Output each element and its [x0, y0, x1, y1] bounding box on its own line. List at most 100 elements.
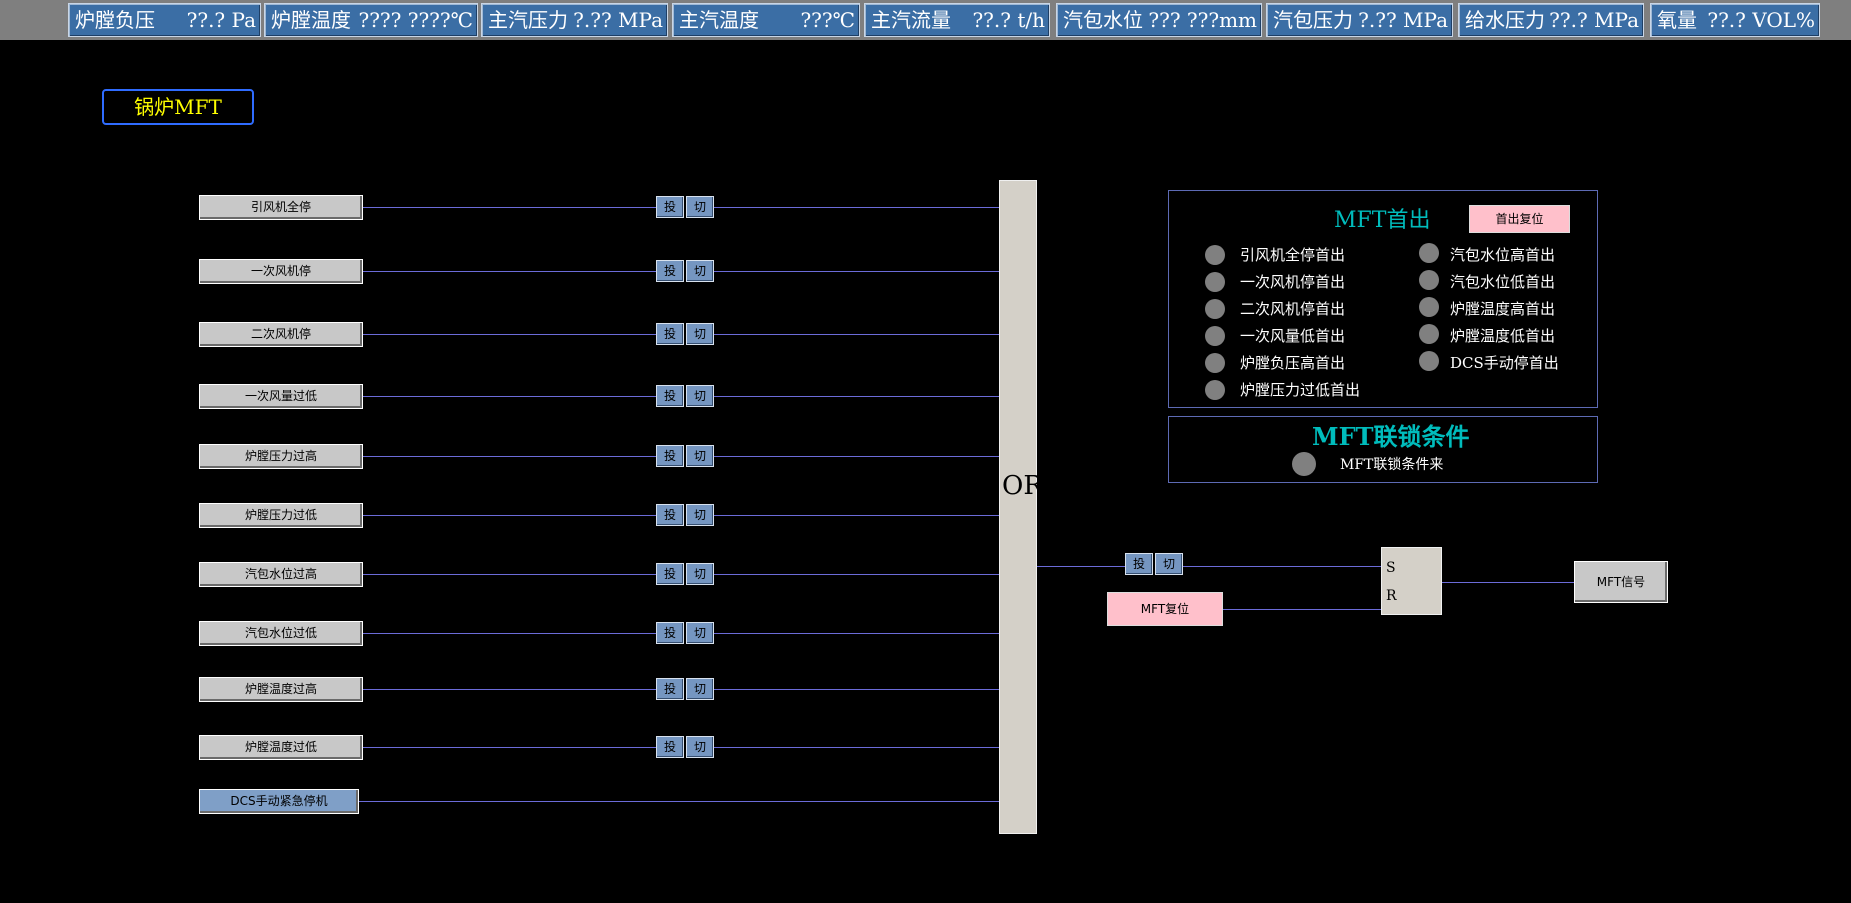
condition-line-out	[714, 689, 999, 690]
condition-5[interactable]: 炉膛压力过低	[199, 503, 363, 528]
tb-label: 炉膛温度	[271, 8, 351, 32]
tb-main-steam-flow: 主汽流量??.? t/h	[864, 3, 1050, 37]
condition-2[interactable]: 二次风机停	[199, 322, 363, 347]
condition-7[interactable]: 汽包水位过低	[199, 621, 363, 646]
condition-switch-off[interactable]: 切	[686, 323, 714, 345]
first-out-led	[1205, 299, 1225, 319]
condition-switch-off[interactable]: 切	[686, 196, 714, 218]
condition-line-in	[363, 456, 656, 457]
first-out-panel	[1168, 190, 1598, 408]
tb-value: ???? ????℃	[358, 8, 473, 32]
first-out-reset-button[interactable]: 首出复位	[1469, 205, 1570, 233]
condition-1[interactable]: 一次风机停	[199, 259, 363, 284]
tb-value: ?.?? MPa	[573, 8, 663, 32]
interlock-panel	[1168, 416, 1598, 483]
first-out-label: 二次风机停首出	[1240, 300, 1346, 318]
condition-switch-off[interactable]: 切	[686, 678, 714, 700]
condition-line-in	[363, 207, 656, 208]
sr-reset-label: R	[1386, 588, 1397, 604]
condition-line-in	[363, 515, 656, 516]
mft-reset-button[interactable]: MFT复位	[1107, 592, 1223, 626]
condition-6[interactable]: 汽包水位过高	[199, 562, 363, 587]
condition-switch-on[interactable]: 投	[656, 260, 684, 282]
first-out-label: 汽包水位低首出	[1450, 273, 1556, 291]
first-out-label: 一次风机停首出	[1240, 273, 1346, 291]
condition-line-out	[714, 515, 999, 516]
tb-drum-pressure: 汽包压力?.?? MPa	[1266, 3, 1453, 37]
condition-switch-on[interactable]: 投	[656, 563, 684, 585]
condition-switch-off[interactable]: 切	[686, 260, 714, 282]
dcs-manual-line	[359, 801, 999, 802]
condition-switch-off[interactable]: 切	[686, 736, 714, 758]
first-out-led	[1419, 270, 1439, 290]
first-out-led	[1419, 324, 1439, 344]
tb-value: ??? ???mm	[1148, 8, 1257, 32]
tb-value: ??.? MPa	[1549, 8, 1639, 32]
first-out-led	[1205, 380, 1225, 400]
first-out-label: DCS手动停首出	[1450, 354, 1559, 372]
condition-3[interactable]: 一次风量过低	[199, 384, 363, 409]
condition-4[interactable]: 炉膛压力过高	[199, 444, 363, 469]
first-out-label: 炉膛负压高首出	[1240, 354, 1346, 372]
tb-label: 给水压力	[1465, 8, 1545, 32]
first-out-led	[1205, 272, 1225, 292]
condition-line-in	[363, 334, 656, 335]
first-out-label: 炉膛压力过低首出	[1240, 381, 1361, 399]
first-out-label: 炉膛温度低首出	[1450, 327, 1556, 345]
condition-switch-on[interactable]: 投	[656, 323, 684, 345]
tb-value: ??.? t/h	[972, 8, 1045, 32]
condition-switch-on[interactable]: 投	[656, 736, 684, 758]
first-out-label: 汽包水位高首出	[1450, 246, 1556, 264]
output-switch-off[interactable]: 切	[1155, 553, 1183, 575]
first-out-led	[1205, 326, 1225, 346]
condition-switch-off[interactable]: 切	[686, 504, 714, 526]
condition-line-out	[714, 633, 999, 634]
condition-line-in	[363, 271, 656, 272]
dcs-manual-stop-button[interactable]: DCS手动紧急停机	[199, 789, 359, 814]
condition-switch-on[interactable]: 投	[656, 504, 684, 526]
mft-signal-indicator: MFT信号	[1574, 561, 1668, 603]
output-switch-on[interactable]: 投	[1125, 553, 1153, 575]
condition-8[interactable]: 炉膛温度过高	[199, 677, 363, 702]
tb-feedwater-pressure: 给水压力??.? MPa	[1458, 3, 1644, 37]
reset-input-line	[1223, 609, 1381, 610]
condition-switch-off[interactable]: 切	[686, 622, 714, 644]
condition-line-in	[363, 574, 656, 575]
or-output-line	[1037, 566, 1125, 567]
condition-line-out	[714, 574, 999, 575]
condition-line-out	[714, 396, 999, 397]
tb-label: 主汽压力	[488, 8, 568, 32]
condition-switch-off[interactable]: 切	[686, 563, 714, 585]
tb-main-steam-temp: 主汽温度 ???℃	[672, 3, 860, 37]
condition-line-out	[714, 271, 999, 272]
tb-label: 主汽温度	[679, 8, 759, 32]
condition-switch-on[interactable]: 投	[656, 445, 684, 467]
interlock-title: MFT联锁条件	[1312, 422, 1470, 451]
condition-line-in	[363, 396, 656, 397]
condition-switch-off[interactable]: 切	[686, 445, 714, 467]
condition-line-out	[714, 456, 999, 457]
tb-value: ??.? Pa	[186, 8, 256, 32]
condition-9[interactable]: 炉膛温度过低	[199, 735, 363, 760]
tb-drum-level: 汽包水位??? ???mm	[1056, 3, 1262, 37]
condition-line-out	[714, 207, 999, 208]
tb-value: ???℃	[800, 8, 855, 32]
set-input-line	[1183, 566, 1381, 567]
condition-switch-off[interactable]: 切	[686, 385, 714, 407]
tb-value: ??.? VOL%	[1707, 8, 1815, 32]
first-out-title: MFT首出	[1334, 208, 1431, 233]
first-out-led	[1419, 243, 1439, 263]
tb-oxygen: 氧量??.? VOL%	[1650, 3, 1820, 37]
condition-switch-on[interactable]: 投	[656, 678, 684, 700]
first-out-led	[1205, 245, 1225, 265]
first-out-led	[1419, 297, 1439, 317]
page-title: 锅炉MFT	[102, 89, 254, 125]
first-out-led	[1419, 351, 1439, 371]
condition-switch-on[interactable]: 投	[656, 622, 684, 644]
sr-set-label: S	[1386, 560, 1396, 576]
tb-label: 汽包水位	[1063, 8, 1143, 32]
condition-switch-on[interactable]: 投	[656, 385, 684, 407]
condition-switch-on[interactable]: 投	[656, 196, 684, 218]
condition-line-out	[714, 334, 999, 335]
condition-0[interactable]: 引风机全停	[199, 195, 363, 220]
